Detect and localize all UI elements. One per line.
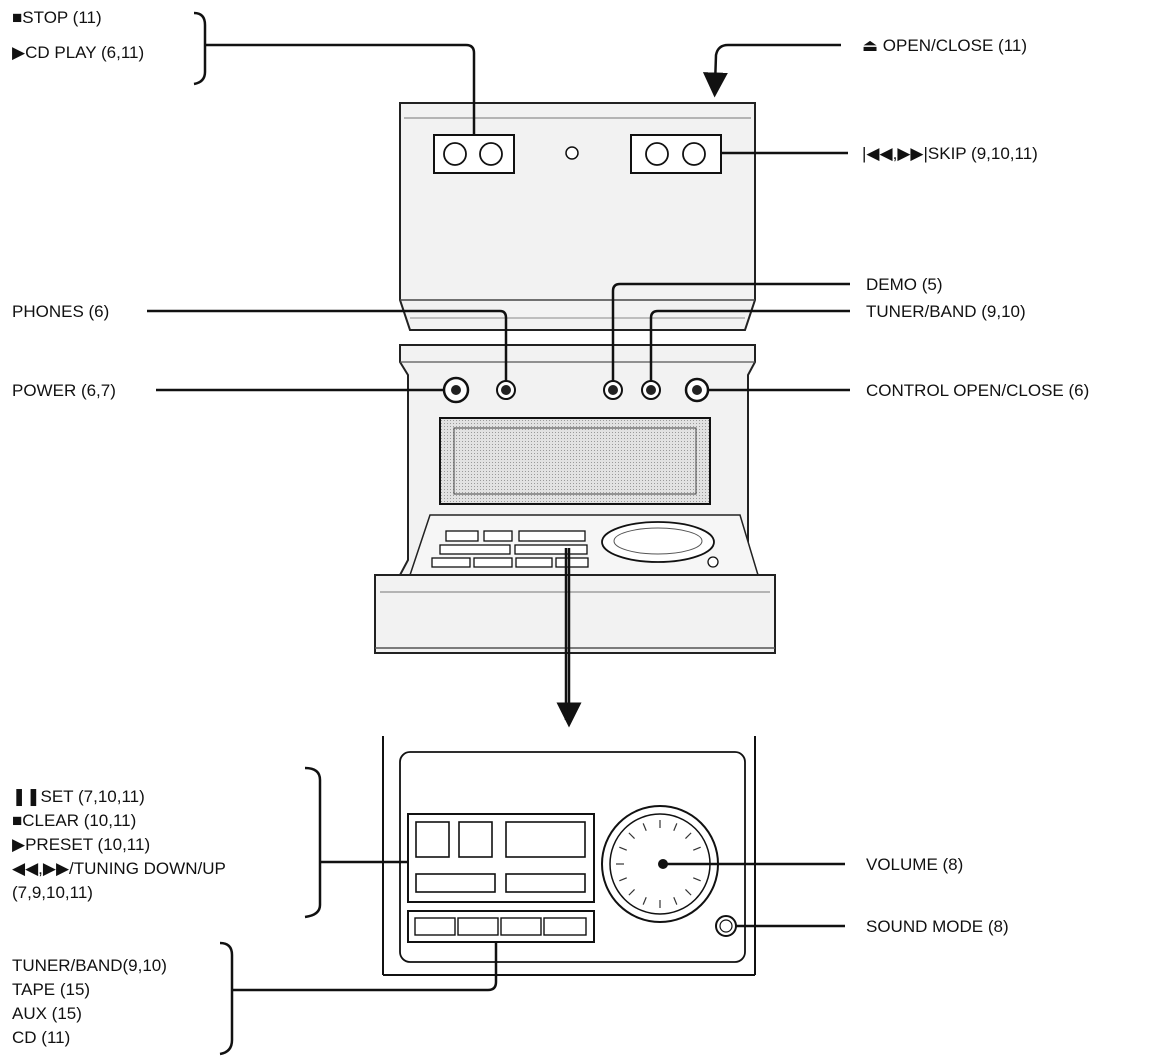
preset-label: ▶PRESET (10,11) xyxy=(12,835,151,854)
sound-mode-button[interactable] xyxy=(715,915,737,937)
control-open-close-label: CONTROL OPEN/CLOSE (6) xyxy=(866,381,1090,400)
play-triangle-icon: ▶ xyxy=(12,43,26,62)
tilted-control-panel xyxy=(408,514,760,576)
clear-label: ■CLEAR (10,11) xyxy=(12,811,137,830)
skip-previous-icon: |◀◀ xyxy=(862,144,893,163)
dial-tick xyxy=(642,897,647,905)
dial-tick xyxy=(619,877,627,882)
stop-play-buttons[interactable] xyxy=(433,134,515,174)
dial-tick xyxy=(685,832,692,839)
rewind-icon: ◀◀ xyxy=(12,859,39,878)
pause-icon: ❚❚ xyxy=(12,787,41,806)
power-button[interactable] xyxy=(442,376,470,404)
display-panel xyxy=(439,417,711,505)
dial-tick xyxy=(628,832,635,839)
power-label: POWER (6,7) xyxy=(12,381,116,400)
skip-next-icon: ▶▶| xyxy=(897,144,928,163)
skip-buttons[interactable] xyxy=(630,134,722,174)
fast-forward-icon: ▶▶ xyxy=(42,859,70,878)
stop-label: ■STOP (11) xyxy=(12,8,102,27)
cd-play-label: ▶CD PLAY (6,11) xyxy=(12,43,145,62)
set-label: ❚❚SET (7,10,11) xyxy=(12,787,145,806)
eject-icon: ⏏ xyxy=(862,36,879,55)
tuner-band-source-label: TUNER/BAND(9,10) xyxy=(12,956,167,975)
stop-square-icon: ■ xyxy=(12,811,23,830)
amplifier-base xyxy=(374,574,776,654)
cd-label: CD (11) xyxy=(12,1028,71,1047)
phones-jack[interactable] xyxy=(496,380,516,400)
phones-label: PHONES (6) xyxy=(12,302,110,321)
tuner-band-label: TUNER/BAND (9,10) xyxy=(866,302,1026,321)
tape-label: TAPE (15) xyxy=(12,980,91,999)
demo-label: DEMO (5) xyxy=(866,275,943,294)
dial-tick xyxy=(673,897,678,905)
aux-label: AUX (15) xyxy=(12,1004,82,1023)
sound-mode-label: SOUND MODE (8) xyxy=(866,917,1009,936)
dial-tick xyxy=(619,846,627,851)
open-close-label: ⏏ OPEN/CLOSE (11) xyxy=(862,36,1028,55)
control-open-close-button[interactable] xyxy=(684,377,710,403)
dial-tick xyxy=(685,889,692,896)
tuning-pages-label: (7,9,10,11) xyxy=(12,883,93,902)
demo-button[interactable] xyxy=(603,380,623,400)
function-button-group[interactable] xyxy=(407,813,595,903)
standby-indicator xyxy=(565,146,579,160)
stop-square-icon: ■ xyxy=(12,8,23,27)
volume-label: VOLUME (8) xyxy=(866,855,964,874)
leader-lines xyxy=(147,11,850,1056)
dial-tick xyxy=(628,889,635,896)
skip-label: |◀◀,▶▶|SKIP (9,10,11) xyxy=(862,144,1038,163)
volume-dial[interactable] xyxy=(601,805,719,923)
play-triangle-icon: ▶ xyxy=(12,835,26,854)
dial-tick xyxy=(693,877,701,882)
tuner-band-button[interactable] xyxy=(641,380,661,400)
source-button-group[interactable] xyxy=(407,910,595,943)
dial-tick xyxy=(673,823,678,831)
dial-tick xyxy=(693,846,701,851)
dial-tick xyxy=(642,823,647,831)
tuning-label: ◀◀,▶▶/TUNING DOWN/UP xyxy=(12,859,226,878)
